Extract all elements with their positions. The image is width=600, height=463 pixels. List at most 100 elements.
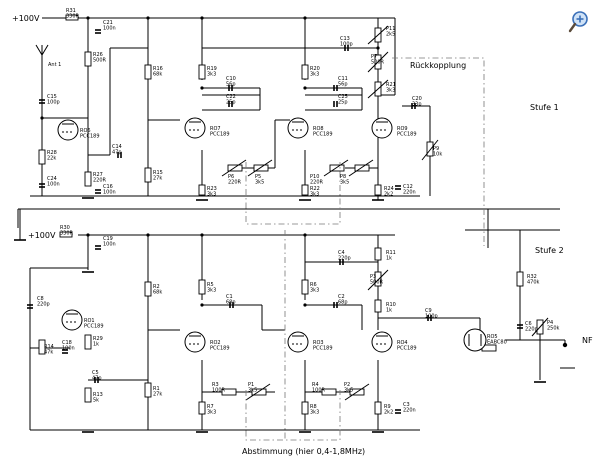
label-r26-id: R26 <box>93 52 103 58</box>
label-r32-id: R32 <box>527 274 537 280</box>
label-p1-value: 3k5 <box>248 388 257 394</box>
label-c8-id: C8 <box>37 296 44 302</box>
label-c21-value: 100n <box>103 26 116 32</box>
label-ro9-value: PCC189 <box>397 132 417 138</box>
label-r15-value: 27k <box>153 176 162 182</box>
label-r7-id: R7 <box>207 404 214 410</box>
label-p7-id: P7 <box>371 54 377 60</box>
label-r3-id: R3 <box>212 382 219 388</box>
label-r11-id: R11 <box>386 250 396 256</box>
label-r21-id: R21 <box>386 82 396 88</box>
label-r9-id: R9 <box>384 404 391 410</box>
label-r26-value: 500R <box>93 58 107 64</box>
label-r9-value: 2k2 <box>384 410 393 416</box>
label-c13-value: 100p <box>340 42 353 48</box>
label-c19-value: 100n <box>103 242 116 248</box>
label-c9-id: C9 <box>425 308 432 314</box>
label-ro1-value: PCC189 <box>84 324 104 330</box>
label-c3-value: 220n <box>403 408 416 414</box>
label-r27-value: 220R <box>93 178 107 184</box>
label-c2-id: C2 <box>338 294 345 300</box>
label-p6-value: 220R <box>228 180 242 186</box>
label-r13-value: 5k <box>93 398 99 404</box>
label-c25-id: C25 <box>338 94 348 100</box>
label-p5-value: 3k5 <box>255 180 264 186</box>
label-r23-value: 3k3 <box>207 192 216 198</box>
label-c21-id: C21 <box>103 20 113 26</box>
label-c1-value: 68p <box>226 300 236 306</box>
label-c24-value: 100n <box>47 182 60 188</box>
label-c6-value: 220p <box>525 327 538 333</box>
label-r6-value: 3k3 <box>310 288 319 294</box>
label-r4-id: R4 <box>312 382 319 388</box>
label-p8-id: P8 <box>340 174 346 180</box>
label-r20-id: R20 <box>310 66 320 72</box>
label-c6-id: C6 <box>525 321 532 327</box>
tuning-label: Abstimmung (hier 0,4-1,8MHz) <box>242 447 365 456</box>
label-r21-value: 3k3 <box>386 88 395 94</box>
label-ro3-value: PCC189 <box>313 346 333 352</box>
label-ro3-id: RO3 <box>313 340 324 346</box>
label-r22-value: 3k3 <box>310 192 319 198</box>
label-r19-id: R19 <box>207 66 217 72</box>
label-ro6-id: RO6 <box>80 128 91 134</box>
label-r16-value: 68k <box>153 72 162 78</box>
label-c14-id: C14 <box>112 144 122 150</box>
label-c11-id: C11 <box>338 76 348 82</box>
label-c25-value: 25p <box>338 100 348 106</box>
label-ro4-value: PCC189 <box>397 346 417 352</box>
label-c3-id: C3 <box>403 402 410 408</box>
label-r2-value: 68k <box>153 290 162 296</box>
label-r7-value: 3k3 <box>207 410 216 416</box>
label-r19-value: 3k3 <box>207 72 216 78</box>
label-c13-id: C13 <box>340 36 350 42</box>
label-r5-id: R5 <box>207 282 214 288</box>
label-ro2-id: RO2 <box>210 340 221 346</box>
label-p5-id: P5 <box>255 174 261 180</box>
label-r1-value: 27k <box>153 392 162 398</box>
label-ant-id: Ant 1 <box>48 62 61 68</box>
stage-1 <box>14 14 560 248</box>
label-r6-id: R6 <box>310 282 317 288</box>
label-r10-id: R10 <box>386 302 396 308</box>
label-r30-value: 330R <box>60 231 74 237</box>
label-ro5-value: EABC80 <box>487 340 507 346</box>
label-r8-id: R8 <box>310 404 317 410</box>
label-r1-id: R1 <box>153 386 160 392</box>
stage2-label: Stufe 2 <box>535 246 564 255</box>
label-c22-value: 25p <box>226 100 236 106</box>
label-c2-value: 68p <box>338 300 348 306</box>
label-r23-id: R23 <box>207 186 217 192</box>
label-c15-id: C15 <box>47 94 57 100</box>
label-r30-id: R30 <box>60 225 70 231</box>
stage1-label: Stufe 1 <box>530 103 559 112</box>
label-c1-id: C1 <box>226 294 233 300</box>
label-r3-value: 100R <box>212 388 226 394</box>
label-ro4-id: RO4 <box>397 340 408 346</box>
label-r31-id: R31 <box>66 8 76 14</box>
label-p8-value: 3k5 <box>340 180 349 186</box>
label-ro8-value: PCC189 <box>313 132 333 138</box>
label-c8-value: 220p <box>37 302 50 308</box>
label-c10-id: C10 <box>226 76 236 82</box>
label-ro1-id: RO1 <box>84 318 95 324</box>
label-r32-value: 470k <box>527 280 540 286</box>
label-r10-value: 1k <box>386 308 392 314</box>
label-c14-value: 47p <box>112 150 122 156</box>
label-c18-value: 100n <box>62 346 75 352</box>
label-p11-id: P11 <box>386 26 395 32</box>
label-p11-value: 2k5 <box>386 32 395 38</box>
zoom-in-icon[interactable] <box>568 10 590 34</box>
label-r29-id: R29 <box>93 336 103 342</box>
label-p10-id: P10 <box>310 174 319 180</box>
labels: +100V +100V Rückkopplung Stufe 1 Stufe 2… <box>12 8 593 456</box>
label-c5-value: 47p <box>92 376 102 382</box>
label-r14-value: 47k <box>44 350 53 356</box>
label-p3-value: 500R <box>370 280 384 286</box>
stage-2 <box>17 209 575 441</box>
label-r20-value: 3k3 <box>310 72 319 78</box>
label-c24-id: C24 <box>47 176 57 182</box>
label-r8-value: 3k3 <box>310 410 319 416</box>
